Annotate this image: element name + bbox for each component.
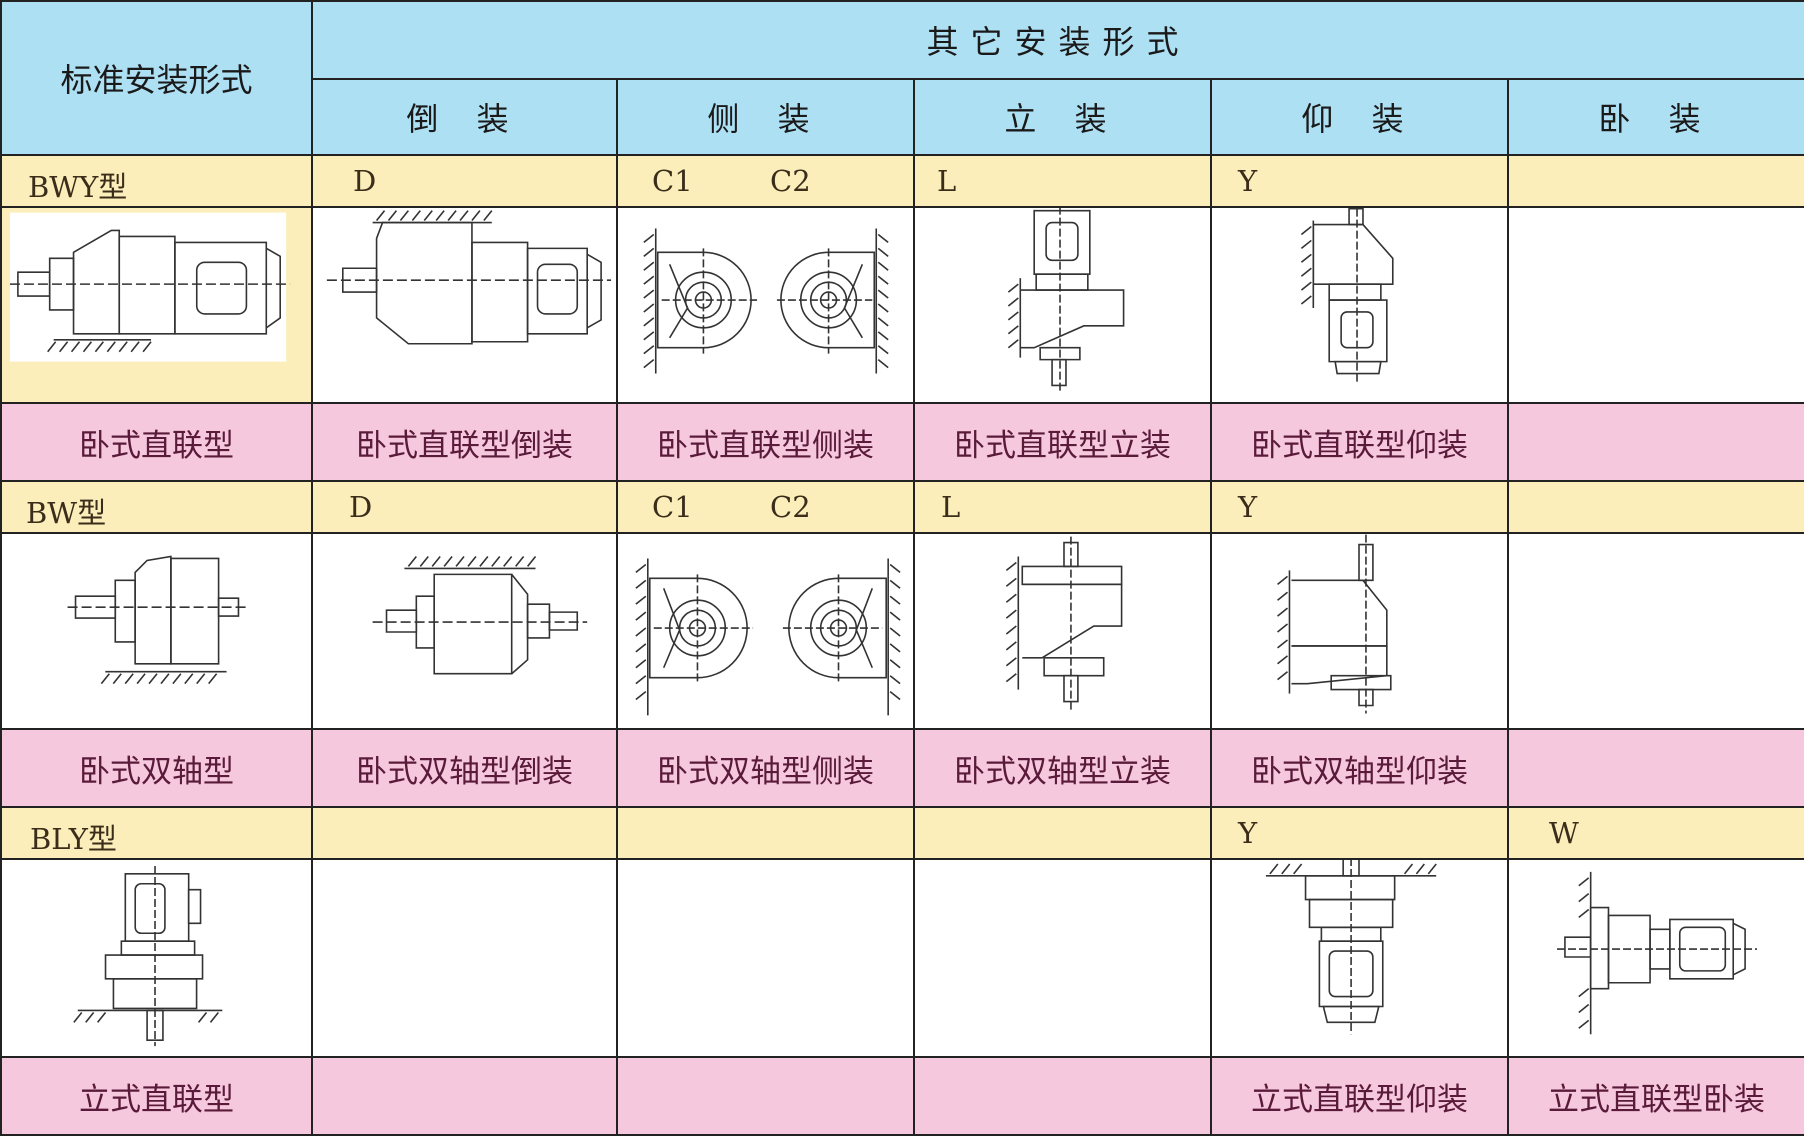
mount-code: C2 [770,164,811,198]
mount-name: 卧式双轴型立装 [913,728,1212,808]
code-cell: L [913,154,1212,208]
code-cell [1507,480,1804,534]
header-col-horizontal: 卧 装 [1507,78,1804,156]
diagram-cell [616,858,915,1058]
diagram-cell [0,532,313,730]
diagram-cell [913,206,1212,404]
diagram-cell [1210,532,1509,730]
diagram-cell [1507,532,1804,730]
mount-name: 立式直联型仰装 [1210,1056,1509,1136]
diagram-cell [616,532,915,730]
bwy-side-drawing [618,208,913,402]
mount-code: Y [1238,490,1258,524]
bwy-standard-drawing [2,212,311,362]
mount-name: 卧式双轴型仰装 [1210,728,1509,808]
diagram-cell [616,206,915,404]
code-cell: Y [1210,806,1509,860]
code-cell: W [1507,806,1804,860]
bw-vertical-drawing [915,534,1210,728]
mount-code: Y [1238,164,1258,198]
header-standard-mounting: 标准安装形式 [0,0,313,156]
model-label-cell: BWY型 [0,154,313,208]
bw-side-drawing [618,534,913,728]
mount-code: C1 [652,164,693,198]
mount-code: Y [1238,816,1258,850]
model-label: BLY型 [30,822,117,856]
code-cell [1507,154,1804,208]
mount-code: C2 [770,490,811,524]
diagram-cell [1507,206,1804,404]
mount-name [1507,402,1804,482]
mount-name [1507,728,1804,808]
bwy-upward-drawing [1212,208,1507,402]
mount-name: 立式直联型卧装 [1507,1056,1804,1136]
model-label-cell: BW型 [0,480,313,534]
code-cell: C1 C2 [616,480,915,534]
diagram-cell [913,858,1212,1058]
diagram-cell [1507,858,1804,1058]
mount-name: 卧式双轴型 [0,728,313,808]
diagram-cell [1210,206,1509,404]
mount-code: D [353,164,377,198]
header-col-upward: 仰 装 [1210,78,1509,156]
code-cell [913,806,1212,860]
mount-name: 卧式直联型仰装 [1210,402,1509,482]
mount-name: 立式直联型 [0,1056,313,1136]
code-cell: D [311,480,618,534]
bw-upward-drawing [1212,534,1507,728]
model-label-cell: BLY型 [0,806,313,860]
model-label: BWY型 [28,170,128,204]
header-col-inverted: 倒 装 [311,78,618,156]
code-cell: L [913,480,1212,534]
mount-name: 卧式直联型 [0,402,313,482]
mount-name [616,1056,915,1136]
code-cell: C1 C2 [616,154,915,208]
mount-code: W [1549,816,1579,850]
diagram-cell [311,858,618,1058]
mount-name: 卧式双轴型倒装 [311,728,618,808]
header-col-vertical: 立 装 [913,78,1212,156]
diagram-cell [1210,858,1509,1058]
model-label: BW型 [26,496,107,530]
mount-code: D [349,490,373,524]
mount-code: L [937,164,957,198]
bly-horizontal-drawing [1509,860,1804,1056]
code-cell: Y [1210,154,1509,208]
code-cell: D [311,154,618,208]
diagram-cell [0,858,313,1058]
mount-code: L [941,490,961,524]
mount-name: 卧式直联型侧装 [616,402,915,482]
code-cell: Y [1210,480,1509,534]
diagram-cell [311,206,618,404]
code-cell [311,806,618,860]
mount-name [311,1056,618,1136]
bw-inverted-drawing [313,534,616,728]
bwy-vertical-drawing [915,208,1210,402]
mount-code: C1 [652,490,693,524]
header-col-side: 侧 装 [616,78,915,156]
bwy-inverted-drawing [313,208,616,402]
mount-name [913,1056,1212,1136]
mount-name: 卧式直联型倒装 [311,402,618,482]
mount-name: 卧式双轴型侧装 [616,728,915,808]
diagram-cell [0,206,313,404]
bw-standard-drawing [2,534,311,728]
code-cell [616,806,915,860]
mount-name: 卧式直联型立装 [913,402,1212,482]
diagram-cell [311,532,618,730]
diagram-cell [913,532,1212,730]
bly-upward-drawing [1212,860,1507,1056]
bly-standard-drawing [2,860,311,1056]
header-other-mounting: 其它安装形式 [311,0,1804,80]
